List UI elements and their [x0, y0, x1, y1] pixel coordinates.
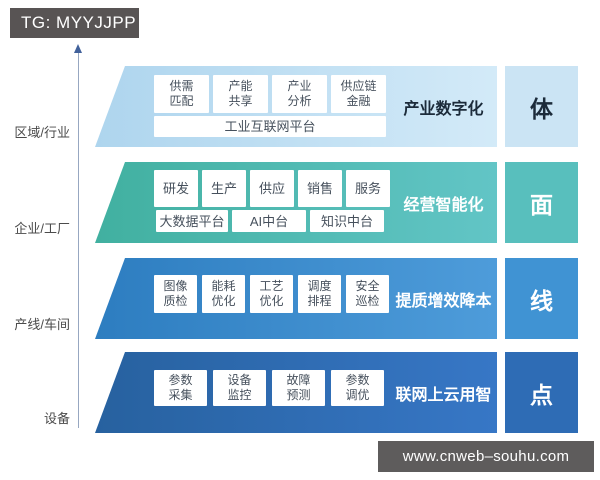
capability-label: 优化	[211, 294, 236, 308]
capability-label: 巡检	[355, 294, 380, 308]
capability-label: AI中台	[249, 213, 289, 229]
dimension-block: 线	[505, 258, 578, 339]
capability-box: 供应	[250, 170, 294, 207]
capability-label: 参数	[168, 373, 193, 387]
axis-label-level-1: 设备	[43, 411, 70, 426]
capability-box: 供应链金融	[331, 75, 386, 113]
capability-label: 生产	[210, 181, 237, 196]
capability-label: 优化	[259, 294, 284, 308]
platform-box: AI中台	[232, 210, 306, 232]
capability-label: 大数据平台	[159, 213, 225, 229]
capability-box: 参数采集	[154, 370, 207, 406]
capability-label: 采集	[168, 388, 193, 402]
axis-label-level-4: 区域/行业	[14, 125, 70, 140]
axis-label-level-2: 产线/车间	[14, 317, 70, 332]
dimension-block: 体	[505, 66, 578, 147]
capability-label: 安全	[355, 279, 380, 293]
capability-box: 设备监控	[213, 370, 266, 406]
capability-label: 供需	[169, 79, 194, 93]
capability-label: 质检	[163, 294, 188, 308]
vertical-axis-line	[78, 53, 79, 428]
outcome-label: 提质增效降本	[395, 292, 492, 310]
capability-box: 研发	[154, 170, 198, 207]
capability-label: 调优	[345, 388, 370, 402]
capability-label: 金融	[346, 94, 371, 108]
capability-label: 预测	[286, 388, 311, 402]
axis-arrow-icon	[74, 44, 82, 53]
axis-label-level-3: 企业/工厂	[14, 221, 70, 236]
capability-label: 故障	[286, 373, 311, 387]
capability-label: 排程	[307, 294, 332, 308]
capability-label: 服务	[354, 181, 381, 196]
capability-label: 产能	[228, 79, 253, 93]
capability-label: 研发	[162, 181, 189, 196]
capability-box: 产能共享	[213, 75, 268, 113]
capability-label: 匹配	[169, 94, 194, 108]
capability-label: 监控	[227, 388, 252, 402]
capability-label: 产业	[287, 79, 312, 93]
dimension-block: 点	[505, 352, 578, 433]
capability-box: 安全巡检	[346, 275, 389, 313]
outcome-label: 产业数字化	[403, 100, 484, 118]
capability-box: 产业分析	[272, 75, 327, 113]
capability-label: 分析	[287, 94, 312, 108]
capability-label: 工艺	[259, 279, 284, 293]
capability-label: 工业互联网平台	[224, 119, 316, 134]
band-region-3: 研发 生产 供应 销售 服务大数据平台 AI中台 知识中台 经营智能化	[95, 162, 497, 243]
dimension-block: 面	[505, 162, 578, 243]
outcome-label: 联网上云用智	[395, 386, 492, 404]
band-region-4: 供需匹配产能共享产业分析供应链金融工业互联网平台产业数字化	[95, 66, 497, 147]
capability-label: 参数	[345, 373, 370, 387]
capability-box: 能耗优化	[202, 275, 245, 313]
capability-box: 工艺优化	[250, 275, 293, 313]
capability-box: 故障预测	[272, 370, 325, 406]
capability-label: 共享	[228, 94, 253, 108]
capability-label: 供应	[258, 181, 285, 196]
capability-box: 调度排程	[298, 275, 341, 313]
band-region-2: 图像质检能耗优化工艺优化调度排程安全巡检提质增效降本	[95, 258, 497, 339]
platform-box: 工业互联网平台	[154, 116, 386, 137]
capability-label: 供应链	[340, 79, 377, 93]
capability-label: 设备	[227, 373, 252, 387]
capability-box: 图像质检	[154, 275, 197, 313]
capability-label: 图像	[163, 279, 188, 293]
band-region-1: 参数采集设备监控故障预测参数调优联网上云用智	[95, 352, 497, 433]
capability-box: 供需匹配	[154, 75, 209, 113]
platform-box: 大数据平台	[156, 210, 228, 232]
capability-box: 生产	[202, 170, 246, 207]
platform-box: 知识中台	[310, 210, 384, 232]
capability-box: 服务	[346, 170, 390, 207]
capability-box: 销售	[298, 170, 342, 207]
tag-badge: TG: MYYJJPP	[10, 8, 139, 38]
capability-label: 销售	[306, 181, 333, 196]
watermark: www.cnweb–souhu.com	[378, 441, 594, 472]
capability-label: 能耗	[211, 279, 236, 293]
capability-label: 知识中台	[320, 213, 373, 229]
capability-label: 调度	[307, 279, 332, 293]
capability-box: 参数调优	[331, 370, 384, 406]
outcome-label: 经营智能化	[403, 196, 484, 214]
